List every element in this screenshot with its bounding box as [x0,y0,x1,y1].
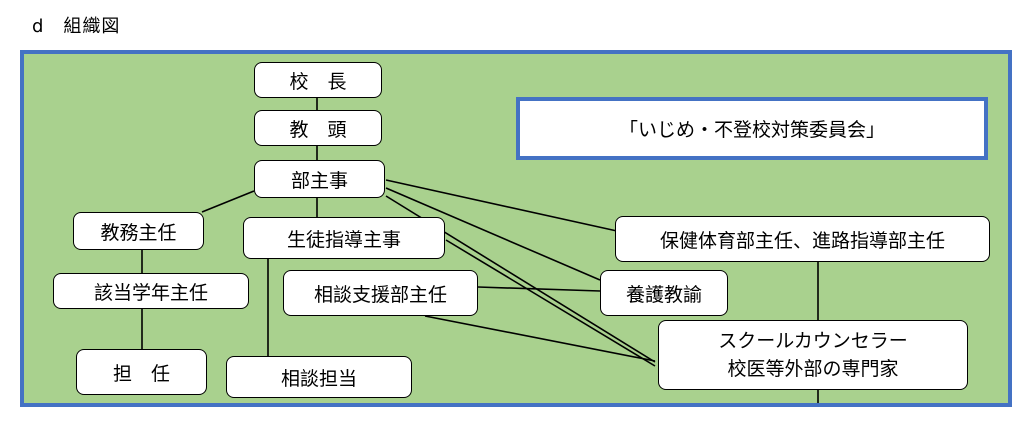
vice-principal-box: 教 頭 [254,110,382,146]
external-experts-label: 校医等外部の専門家 [727,358,899,380]
connector [201,190,255,213]
school-counselor-external-experts-box: スクールカウンセラー 校医等外部の専門家 [658,320,968,390]
academic-affairs-head-box: 教務主任 [73,212,204,250]
connector [385,187,601,281]
student-guidance-director-box: 生徒指導主事 [243,217,445,259]
school-nurse-box: 養護教諭 [600,270,728,316]
connector [445,239,656,367]
department-head-box: 部主事 [254,160,385,198]
connector [424,315,656,362]
principal-box: 校 長 [254,62,382,98]
counseling-support-head-box: 相談支援部主任 [283,270,478,316]
diagram-heading: d 組織図 [32,16,121,37]
health-career-head-box: 保健体育部主任、進路指導部主任 [615,216,990,262]
connector [477,286,601,292]
connector [385,179,618,232]
anti-bullying-committee-label: 「いじめ・不登校対策委員会」 [516,97,988,160]
grade-head-box: 該当学年主任 [53,273,249,309]
counseling-staff-box: 相談担当 [226,356,412,398]
school-counselor-label: スクールカウンセラー [718,330,908,352]
homeroom-teacher-box: 担 任 [76,349,207,395]
